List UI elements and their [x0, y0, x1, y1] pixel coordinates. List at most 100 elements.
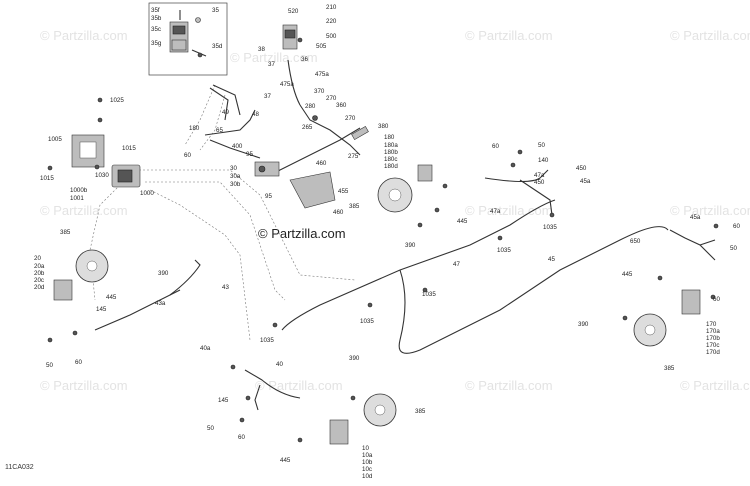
watermark-layer: © Partzilla.com © Partzilla.com © Partzi… [40, 28, 750, 393]
callout: 400 [232, 143, 243, 150]
callout: 170 [706, 321, 717, 328]
callout: 385 [60, 229, 71, 236]
center-watermark: © Partzilla.com [258, 226, 346, 241]
watermark: © Partzilla.com [40, 28, 128, 43]
callout: 35b [151, 15, 162, 22]
callout: 475a [315, 71, 329, 78]
callout: 20 [34, 255, 41, 262]
callout: 390 [349, 355, 360, 362]
callout: 30 [230, 165, 237, 172]
callout: 45 [548, 256, 555, 263]
callout: 385 [664, 365, 675, 372]
callout: 455 [338, 188, 349, 195]
callout: 47 [453, 261, 460, 268]
callout: 10 [362, 445, 369, 452]
callout: 445 [280, 457, 291, 464]
callout: 180a [384, 142, 398, 149]
callout: 1005 [48, 136, 62, 143]
callout: 445 [106, 294, 117, 301]
callout: 275 [348, 153, 359, 160]
brake-disc [53, 249, 109, 301]
callout: 1035 [260, 337, 274, 344]
callout: 270 [326, 95, 337, 102]
callout: 170c [706, 342, 719, 349]
callout: 37 [264, 93, 271, 100]
callout: 35c [151, 26, 161, 33]
watermark: © Partzilla.com [465, 378, 553, 393]
callout: 380 [378, 123, 389, 130]
watermark: © Partzilla.com [40, 203, 128, 218]
callout: 500 [326, 33, 337, 40]
callout: 10b [362, 459, 373, 466]
callout: 43a [155, 300, 166, 307]
callout: 1035 [360, 318, 374, 325]
callout-labels: 35f 35b 35 35c 35g 35d 520 210 220 500 5… [34, 4, 740, 480]
callout: 1025 [110, 97, 124, 104]
callout: 35d [212, 43, 223, 50]
wire-harness [89, 84, 356, 341]
callout: 47a [534, 172, 545, 179]
callout: 95 [265, 193, 272, 200]
callout: 35 [212, 7, 219, 14]
callout: 49 [222, 109, 229, 116]
callout: 60 [238, 434, 245, 441]
callout: 180c [384, 156, 397, 163]
callout: 385 [349, 203, 360, 210]
callout: 265 [302, 124, 313, 131]
callout: 30b [230, 181, 241, 188]
callout: 210 [326, 4, 337, 11]
callout: 35f [151, 7, 160, 14]
callout: 505 [316, 43, 327, 50]
callout: 47a [490, 208, 501, 215]
callout: 38 [258, 46, 265, 53]
callout: 445 [622, 271, 633, 278]
callout: 40a [200, 345, 211, 352]
callout: 170b [706, 335, 720, 342]
callout: 50 [730, 245, 737, 252]
callout: 650 [630, 238, 641, 245]
callout: 60 [492, 143, 499, 150]
callout: 1015 [122, 145, 136, 152]
callout: 60 [733, 223, 740, 230]
callout: 280 [305, 103, 316, 110]
callout: 1001 [70, 195, 84, 202]
callout: 220 [326, 18, 337, 25]
callout: 450 [576, 165, 587, 172]
callout: 20d [34, 284, 45, 291]
brake-disc [633, 289, 701, 347]
inset-valve-part [169, 10, 207, 58]
callout: 1035 [422, 291, 436, 298]
abs-module [47, 97, 141, 188]
callout: 170d [706, 349, 720, 356]
callout: 445 [457, 218, 468, 225]
inset-box [148, 2, 228, 76]
callout: 520 [288, 8, 299, 15]
callout: 180b [384, 149, 398, 156]
callout: 390 [405, 242, 416, 249]
watermark: © Partzilla.com [465, 203, 553, 218]
callout: 50 [46, 362, 53, 369]
callout: 360 [336, 102, 347, 109]
callout: 43 [222, 284, 229, 291]
brake-disc [377, 164, 433, 213]
callout: 60 [75, 359, 82, 366]
callout: 385 [415, 408, 426, 415]
callout: 20c [34, 277, 44, 284]
callout: 475a [280, 81, 294, 88]
callout: 1015 [40, 175, 54, 182]
callout: 37 [268, 61, 275, 68]
callout: 1030 [95, 172, 109, 179]
callout: 180 [384, 134, 395, 141]
callout: 60 [713, 296, 720, 303]
watermark: © Partzilla.com [465, 28, 553, 43]
callout: 460 [333, 209, 344, 216]
callout: 95 [246, 151, 253, 158]
watermark: © Partzilla.com [40, 378, 128, 393]
watermark: © Partzilla.com [670, 203, 750, 218]
watermark: © Partzilla.com [230, 50, 318, 65]
callout: 180d [384, 163, 398, 170]
callout: 1000b [70, 187, 88, 194]
callout: 36 [301, 56, 308, 63]
callout: 1035 [497, 247, 511, 254]
callout: 270 [345, 115, 356, 122]
